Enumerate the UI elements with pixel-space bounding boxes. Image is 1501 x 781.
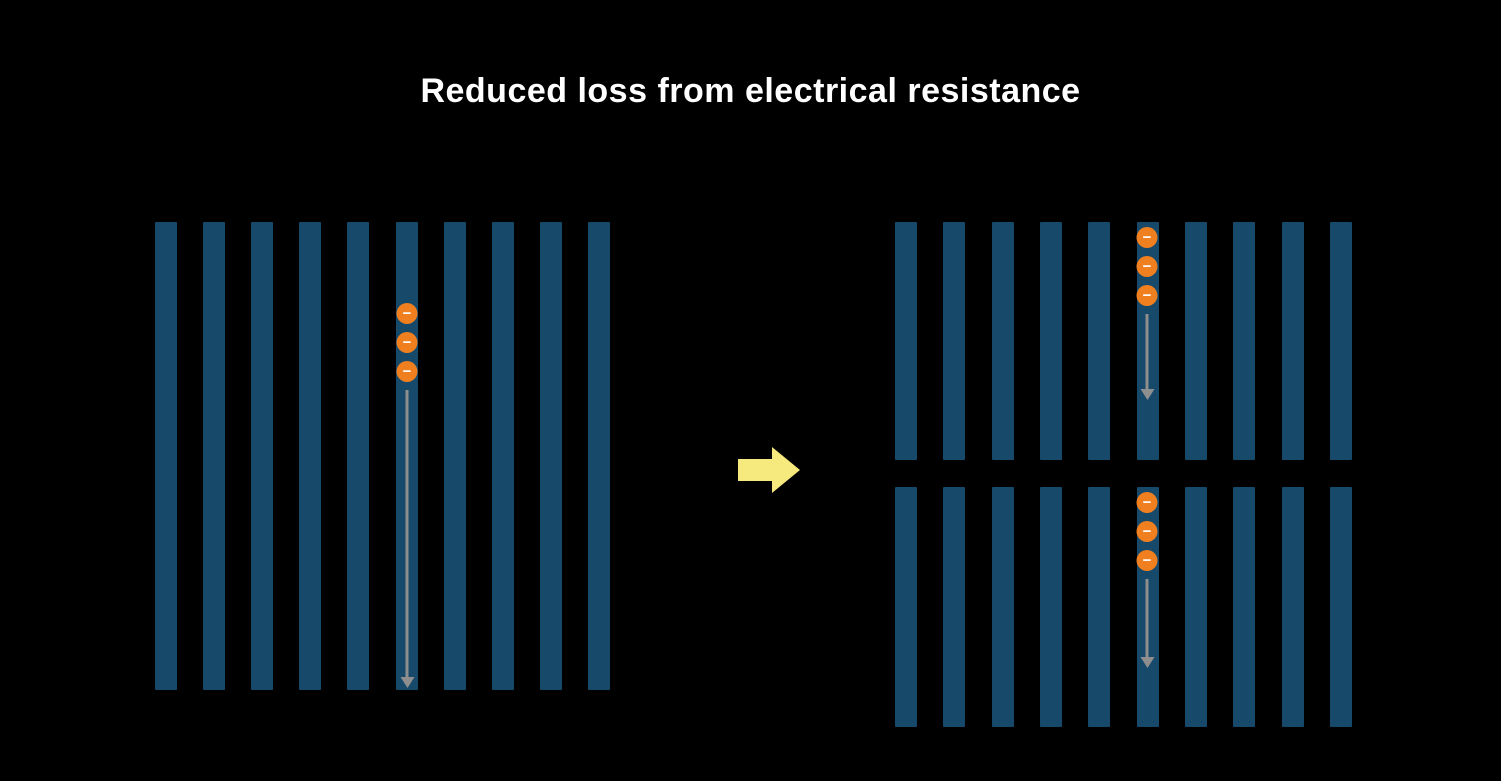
cell-finger-bar [943,487,966,727]
cell-finger-bar [1329,487,1352,727]
electron-icon: − [1136,550,1158,571]
arrow-head-icon [1140,657,1154,668]
cell-finger-bar [1088,222,1111,460]
electron-icon: − [1136,227,1158,248]
arrow-head-icon [400,677,414,688]
current-down-arrow [1140,314,1154,400]
arrow-head-icon [1140,389,1154,400]
cell-bars [895,222,1352,460]
cell-finger-bar [1039,487,1062,727]
current-down-arrow [1140,579,1154,668]
cell-finger-bar [1184,222,1207,460]
cell-finger-bar [943,222,966,460]
electron-stack: − − − [1136,227,1158,314]
cell-finger-bar [1039,222,1062,460]
electron-icon: − [396,332,418,353]
electron-flow: − − − [1136,492,1158,668]
cell-bars [895,487,1352,727]
arrow-shaft [405,390,409,677]
cell-finger-bar [491,222,514,690]
cell-bars [155,222,610,690]
electron-icon: − [396,361,418,382]
cell-finger-bar [539,222,562,690]
cell-finger-bar [203,222,226,690]
arrow-shaft [1145,314,1149,389]
cell-finger-bar [299,222,322,690]
cell-finger-bar [991,487,1014,727]
diagram-title: Reduced loss from electrical resistance [420,72,1081,110]
cell-finger-bar [1281,487,1304,727]
half-cell-bottom-panel: − − − [895,487,1352,727]
electron-flow: − − − [1136,227,1158,400]
cell-finger-bar [895,487,917,727]
cell-finger-bar [895,222,917,460]
cell-finger-bar [991,222,1014,460]
electron-icon: − [396,303,418,324]
electron-icon: − [1136,285,1158,306]
cell-finger-bar [155,222,177,690]
cell-finger-bar [1233,487,1256,727]
cell-finger-bar [347,222,370,690]
cell-finger-bar [443,222,466,690]
electron-icon: − [1136,492,1158,513]
cell-finger-bar [251,222,274,690]
cell-finger-bar [1233,222,1256,460]
cell-finger-bar [1088,487,1111,727]
cell-finger-bar [1329,222,1352,460]
transition-right-arrow-icon [738,447,800,493]
cell-finger-bar [1281,222,1304,460]
electron-stack: − − − [1136,492,1158,579]
cell-finger-bar [1184,487,1207,727]
electron-icon: − [1136,521,1158,542]
current-down-arrow [400,390,414,688]
full-cell-panel: − − − [155,222,610,690]
half-cell-top-panel: − − − [895,222,1352,460]
electron-icon: − [1136,256,1158,277]
electron-flow: − − − [396,303,418,688]
arrow-shaft [1145,579,1149,657]
electron-stack: − − − [396,303,418,390]
cell-finger-bar [587,222,610,690]
